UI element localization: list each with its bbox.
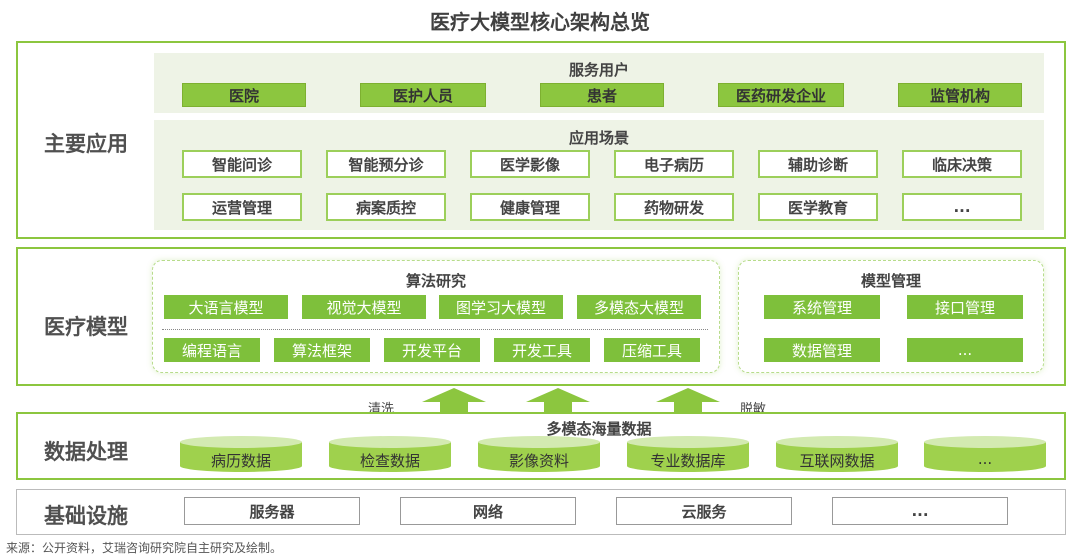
user-medical-staff: 医护人员 xyxy=(360,83,486,107)
database-icon xyxy=(329,436,451,472)
infra-item: 云服务 xyxy=(616,497,792,525)
user-pharma: 医药研发企业 xyxy=(718,83,844,107)
data-source-label: 影像资料 xyxy=(508,452,569,470)
algo-model: 视觉大模型 xyxy=(302,295,426,319)
scene-item: 医学教育 xyxy=(758,193,878,221)
mgmt-item: 数据管理 xyxy=(764,338,880,362)
algo-tool: 开发平台 xyxy=(384,338,480,362)
mgmt-item: 接口管理 xyxy=(907,295,1023,319)
data-source-label: 病历数据 xyxy=(210,452,271,470)
user-patient: 患者 xyxy=(540,83,664,107)
app-layer-label: 主要应用 xyxy=(44,132,128,156)
scene-item: 辅助诊断 xyxy=(758,150,878,178)
database-icon xyxy=(924,436,1046,472)
data-source-label: 互联网数据 xyxy=(799,452,875,470)
scene-item: 智能问诊 xyxy=(182,150,302,178)
users-title: 服务用户 xyxy=(568,61,629,79)
algo-tool: 编程语言 xyxy=(164,338,260,362)
algo-tool: 算法框架 xyxy=(274,338,370,362)
data-source-label: 专业数据库 xyxy=(650,452,726,470)
mgmt-item: 系统管理 xyxy=(764,295,880,319)
scene-item: 运营管理 xyxy=(182,193,302,221)
algo-tool: 压缩工具 xyxy=(604,338,700,362)
mgmt-item: ... xyxy=(907,338,1023,362)
mgmt-title: 模型管理 xyxy=(860,272,921,290)
diagram-title: 医疗大模型核心架构总览 xyxy=(430,10,650,34)
scene-item: ... xyxy=(902,193,1022,221)
scene-item: 药物研发 xyxy=(614,193,734,221)
up-arrow-icon xyxy=(526,388,590,414)
model-layer-label: 医疗模型 xyxy=(44,315,128,339)
scene-item: 电子病历 xyxy=(614,150,734,178)
scene-item: 医学影像 xyxy=(470,150,590,178)
database-icon xyxy=(776,436,898,472)
scene-item: 临床决策 xyxy=(902,150,1022,178)
data-layer-label: 数据处理 xyxy=(44,440,128,464)
scenes-title: 应用场景 xyxy=(568,129,629,147)
infra-layer-label: 基础设施 xyxy=(44,504,128,528)
database-icon xyxy=(180,436,302,472)
algo-divider xyxy=(162,329,708,330)
scenes-band xyxy=(154,120,1044,230)
source-note: 来源：公开资料，艾瑞咨询研究院自主研究及绘制。 xyxy=(6,541,283,555)
scene-item: 智能预分诊 xyxy=(326,150,446,178)
data-title: 多模态海量数据 xyxy=(546,420,652,438)
database-icon xyxy=(478,436,600,472)
up-arrow-icon xyxy=(422,388,486,414)
data-source-label: ... xyxy=(977,450,993,468)
user-regulator: 监管机构 xyxy=(898,83,1022,107)
user-hospital: 医院 xyxy=(182,83,306,107)
scene-item: 健康管理 xyxy=(470,193,590,221)
infra-item: 网络 xyxy=(400,497,576,525)
up-arrow-icon xyxy=(656,388,720,414)
database-icon xyxy=(627,436,749,472)
infra-item: 服务器 xyxy=(184,497,360,525)
scene-item: 病案质控 xyxy=(326,193,446,221)
algo-title: 算法研究 xyxy=(405,272,466,290)
algo-model: 多模态大模型 xyxy=(577,295,701,319)
data-source-label: 检查数据 xyxy=(359,452,420,470)
algo-model: 大语言模型 xyxy=(164,295,288,319)
infra-item: ... xyxy=(832,497,1008,525)
algo-tool: 开发工具 xyxy=(494,338,590,362)
algo-model: 图学习大模型 xyxy=(439,295,563,319)
